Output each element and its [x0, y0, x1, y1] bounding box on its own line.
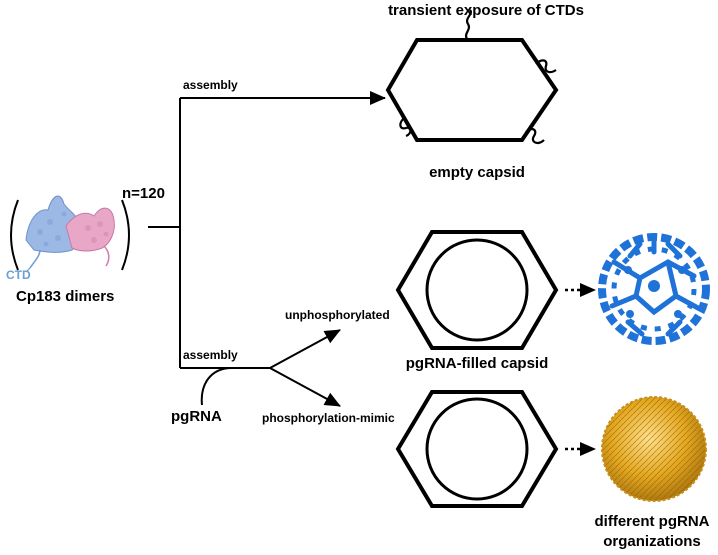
dimers-label: Cp183 dimers	[16, 288, 115, 305]
ctd-pointer	[25, 267, 31, 273]
filled-capsid-label: pgRNA-filled capsid	[405, 355, 549, 372]
transient-label: transient exposure of CTDs	[388, 2, 584, 19]
unphos-label: unphosphorylated	[285, 308, 390, 322]
empty-capsid-hexagon	[385, 9, 559, 145]
n120-label: n=120	[122, 185, 165, 202]
blue-density-map	[598, 233, 710, 345]
ctd-squiggle-left	[399, 117, 412, 138]
right-bracket	[121, 199, 130, 271]
pgrna-strand	[200, 367, 233, 406]
ctd-tail-pink	[103, 245, 110, 267]
left-bracket	[10, 199, 19, 271]
pathway-lines	[148, 91, 386, 407]
assembly-top-label: assembly	[183, 78, 238, 92]
pgrna-label: pgRNA	[171, 408, 222, 425]
ctd-label: CTD	[6, 268, 31, 282]
empty-capsid-label: empty capsid	[429, 164, 525, 181]
dotted-arrows	[565, 283, 596, 456]
ctd-squiggle-right	[535, 59, 557, 74]
phos-capsid-hexagon	[395, 390, 559, 508]
ctd-squiggle-top	[464, 9, 472, 41]
gold-density-map	[601, 396, 707, 502]
ctd-tail-blue	[29, 249, 41, 269]
assembly-bottom-label: assembly	[183, 348, 238, 362]
ctd-squiggle-bottom-right	[525, 127, 545, 145]
phos-mimic-label: phosphorylation-mimic	[262, 411, 395, 425]
cp183-dimer	[10, 195, 130, 271]
dimer-blue-monomer	[25, 195, 81, 253]
different-orgs-label-2: organizations	[603, 533, 701, 550]
different-orgs-label-1: different pgRNA	[594, 513, 710, 530]
filled-capsid-hexagon	[395, 230, 559, 350]
